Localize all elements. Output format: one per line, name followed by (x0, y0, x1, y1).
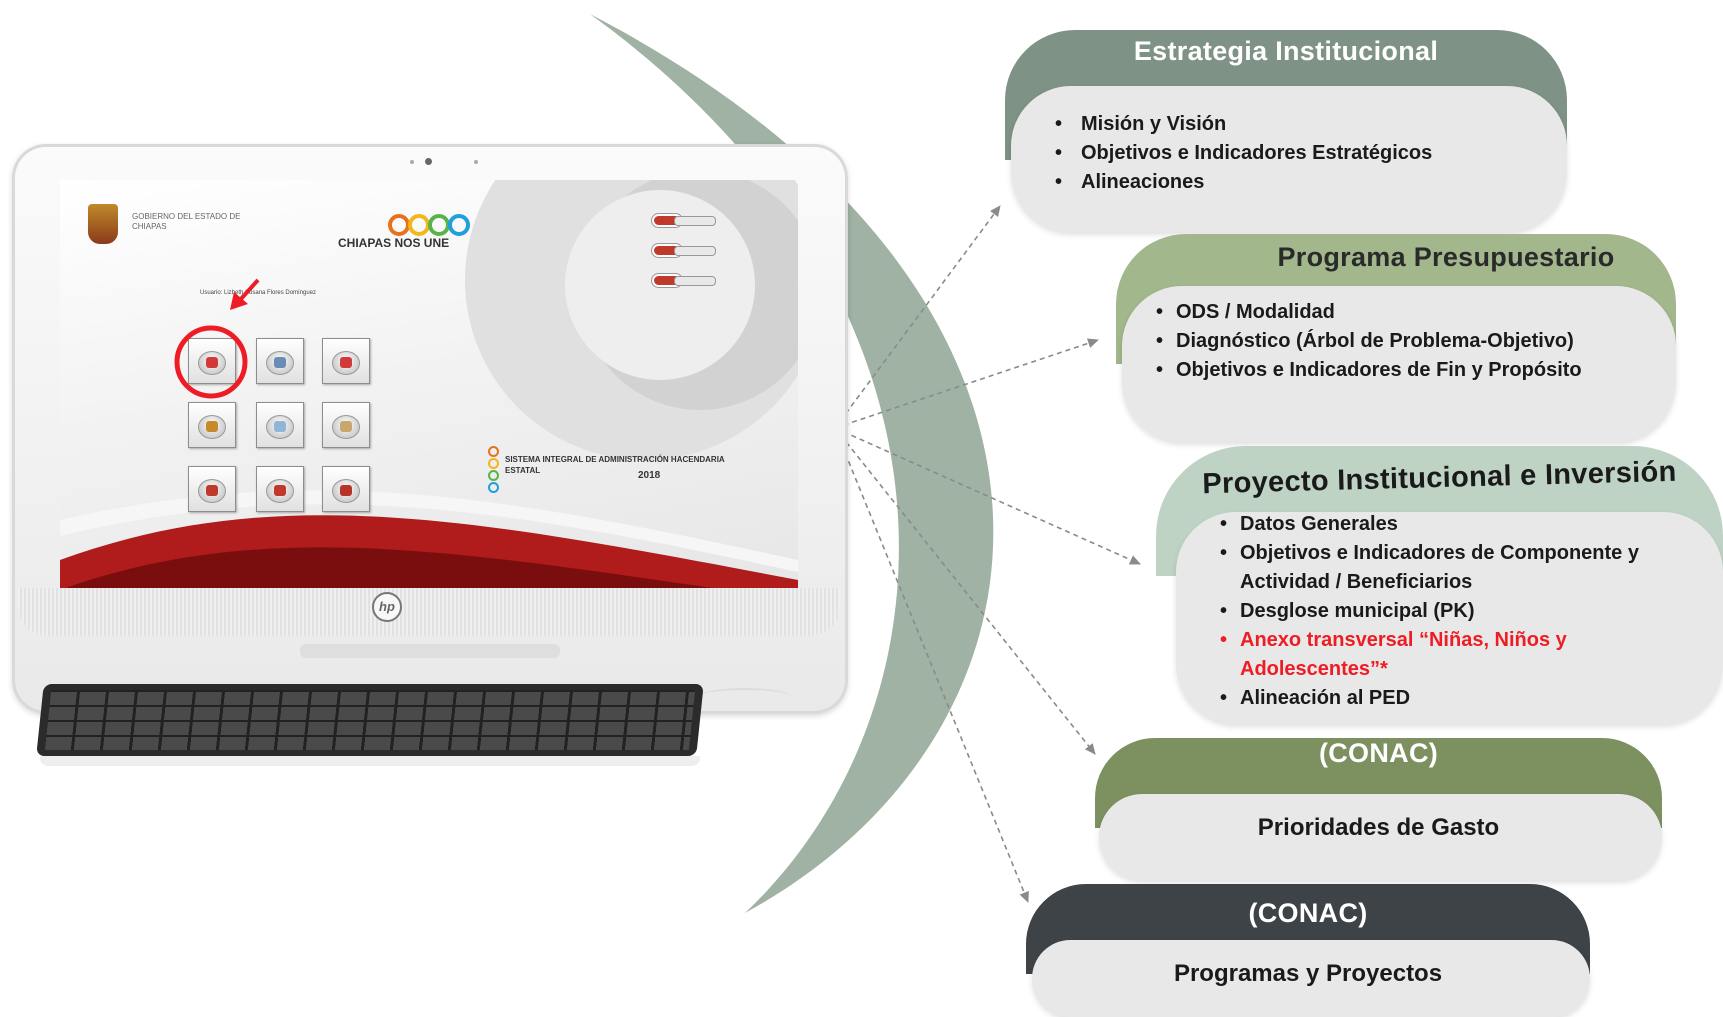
box-prioridades-body (1099, 794, 1662, 880)
module-tile-5[interactable] (256, 402, 304, 448)
box-programas-proyectos-body (1032, 940, 1590, 1017)
monitor-stand (300, 644, 560, 658)
box-programas-proyectos: (CONAC) Programas y Proyectos (1026, 884, 1590, 1017)
list-item: Objetivos e Indicadores de Componente y … (1216, 539, 1716, 597)
arrow-to-programa (834, 338, 1099, 429)
list-item: Datos Generales (1216, 510, 1716, 539)
screen-pill-2[interactable] (674, 246, 716, 256)
box-programas-proyectos-text: Programas y Proyectos (1173, 960, 1443, 987)
system-year: 2018 (638, 470, 661, 481)
box-proyecto-list: Datos Generales Objetivos e Indicadores … (1216, 510, 1716, 713)
module-tile-6[interactable] (322, 402, 370, 448)
module-tile-8[interactable] (256, 466, 304, 512)
arrow-to-programas-proyectos (834, 427, 1029, 903)
highlight-arrow-shaft (238, 278, 260, 302)
arrow-to-proyecto (834, 427, 1141, 565)
arrow-to-prioridades (834, 427, 1096, 755)
module-tile-9[interactable] (322, 466, 370, 512)
hp-logo: hp (372, 592, 402, 622)
box-estrategia: Estrategia Institucional Misión y Visión… (1005, 30, 1567, 232)
brand-rings-logo (388, 214, 470, 241)
list-item: Objetivos e Indicadores de Fin y Propósi… (1152, 356, 1582, 385)
computer-illustration: GOBIERNO DEL ESTADO DE CHIAPAS CHIAPAS N… (0, 0, 900, 900)
screen-pill-3[interactable] (674, 276, 716, 286)
list-item: ODS / Modalidad (1152, 298, 1582, 327)
box-prioridades: (CONAC) Prioridades de Gasto (1095, 738, 1662, 880)
list-item: Alineaciones (1045, 168, 1432, 197)
list-item: Diagnóstico (Árbol de Problema-Objetivo) (1152, 327, 1582, 356)
list-item: Objetivos e Indicadores Estratégicos (1045, 139, 1432, 168)
box-proyecto: Proyecto Institucional e Inversión Datos… (1156, 446, 1723, 728)
system-logo-dots (488, 446, 499, 494)
keyboard-base (40, 756, 700, 766)
highlight-annotation (174, 278, 260, 399)
decorative-arc (590, 14, 994, 913)
government-name: GOBIERNO DEL ESTADO DE CHIAPAS (132, 212, 241, 231)
government-shield-logo (88, 204, 118, 244)
list-item: Desglose municipal (PK) (1216, 597, 1716, 626)
speaker-bar (18, 588, 840, 636)
keyboard-key-rows (44, 690, 696, 750)
module-tile-4[interactable] (188, 402, 236, 448)
screen-pill-1[interactable] (674, 216, 716, 226)
box-programa: Programa Presupuestario ODS / Modalidad … (1116, 234, 1676, 442)
webcam (425, 158, 432, 165)
webcam-sensor (474, 160, 478, 164)
arrow-to-estrategia (834, 205, 1001, 429)
system-title: SISTEMA INTEGRAL DE ADMINISTRACIÓN HACEN… (505, 455, 725, 475)
list-item: Misión y Visión (1045, 110, 1432, 139)
box-programa-title: Programa Presupuestario (1277, 242, 1615, 272)
module-tile-7[interactable] (188, 466, 236, 512)
list-item-highlighted: Anexo transversal “Niñas, Niños y Adoles… (1216, 626, 1716, 684)
webcam-light (410, 160, 414, 164)
highlight-arrow-head (230, 292, 248, 310)
box-programas-proyectos-title: (CONAC) (1248, 898, 1368, 928)
module-tile-3[interactable] (322, 338, 370, 384)
module-tile-2[interactable] (256, 338, 304, 384)
list-item: Alineación al PED (1216, 684, 1716, 713)
box-prioridades-text: Prioridades de Gasto (1257, 814, 1500, 841)
brand-slogan: CHIAPAS NOS UNE (338, 236, 450, 250)
box-prioridades-title: (CONAC) (1318, 738, 1439, 768)
box-programa-list: ODS / Modalidad Diagnóstico (Árbol de Pr… (1152, 298, 1582, 385)
highlight-circle (174, 325, 248, 399)
box-estrategia-list: Misión y Visión Objetivos e Indicadores … (1045, 110, 1432, 197)
keyboard (36, 684, 704, 756)
user-name-line: Usuario: Lizbeth Susana Flores Domínguez (200, 290, 317, 296)
keyboard-cable (700, 688, 790, 704)
app-screen: GOBIERNO DEL ESTADO DE CHIAPAS CHIAPAS N… (60, 180, 798, 620)
module-tile-1[interactable] (188, 338, 236, 384)
box-estrategia-title: Estrategia Institucional (1133, 36, 1439, 66)
